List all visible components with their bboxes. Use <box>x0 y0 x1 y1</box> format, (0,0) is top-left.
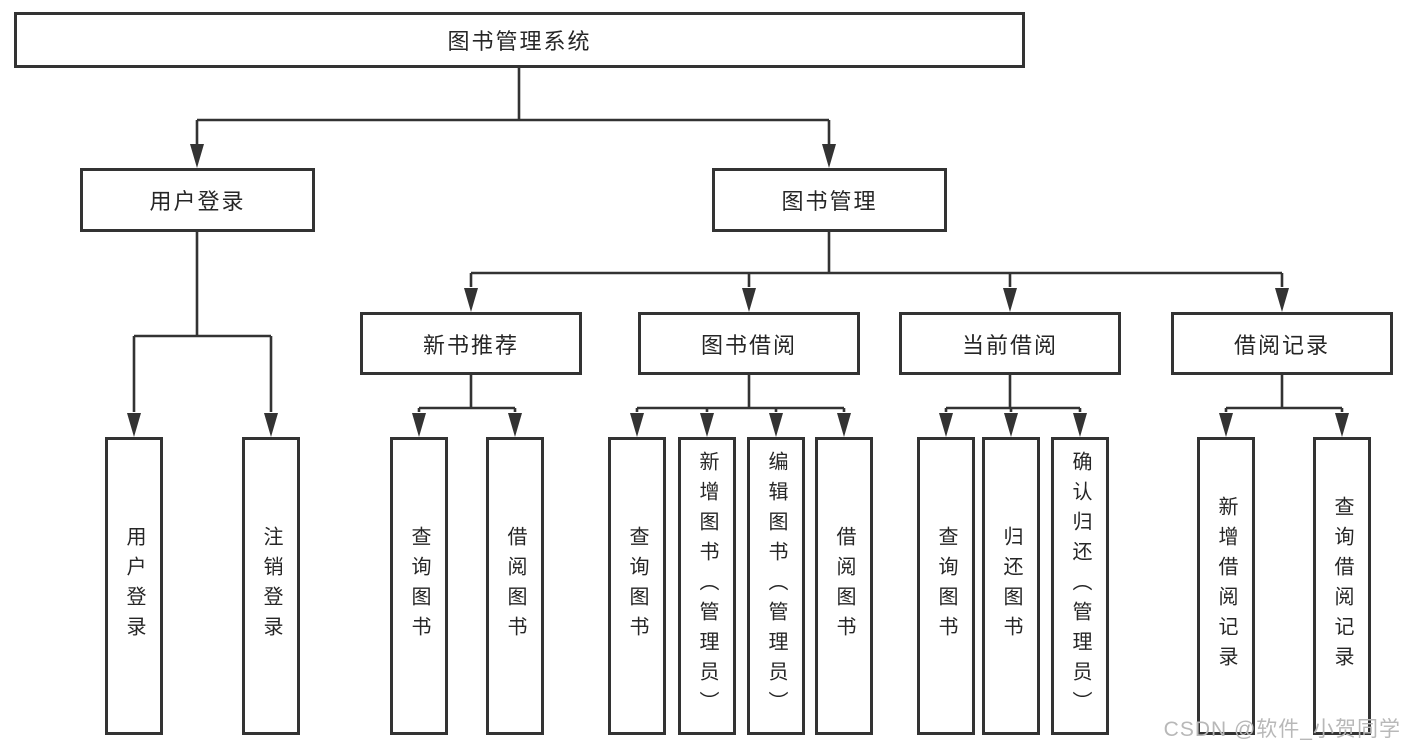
node-root: 图书管理系统 <box>14 12 1025 68</box>
leaf-borrow-add-books-admin: 新增图书（管理员） <box>678 437 736 735</box>
node-book-borrowing-label: 图书借阅 <box>700 332 797 358</box>
leaf-current-confirm-return-admin: 确认归还（管理员） <box>1051 437 1109 735</box>
leaf-newbook-borrow-books-label: 借阅图书 <box>504 526 526 646</box>
leaf-current-query-books-label: 查询图书 <box>935 526 957 646</box>
leaf-records-query-record: 查询借阅记录 <box>1313 437 1371 735</box>
leaf-current-confirm-return-admin-label: 确认归还（管理员） <box>1069 451 1091 721</box>
leaf-logout: 注销登录 <box>242 437 300 735</box>
node-current-borrowing-label: 当前借阅 <box>961 332 1058 358</box>
node-borrowing-records-label: 借阅记录 <box>1233 332 1330 358</box>
leaf-borrow-query-books-label: 查询图书 <box>626 526 648 646</box>
leaf-records-query-record-label: 查询借阅记录 <box>1331 496 1353 676</box>
node-new-book-recommendation: 新书推荐 <box>360 312 582 375</box>
leaf-logout-label: 注销登录 <box>260 526 282 646</box>
csdn-watermark: CSDN @软件_小贺同学 <box>1163 718 1401 741</box>
leaf-borrow-edit-books-admin-label: 编辑图书（管理员） <box>765 451 787 721</box>
leaf-newbook-borrow-books: 借阅图书 <box>486 437 544 735</box>
leaf-user-login: 用户登录 <box>105 437 163 735</box>
connector-lines <box>132 68 1344 412</box>
node-borrowing-records: 借阅记录 <box>1171 312 1393 375</box>
leaf-current-return-books-label: 归还图书 <box>1000 526 1022 646</box>
node-book-management: 图书管理 <box>712 168 947 232</box>
node-user-login-branch-label: 用户登录 <box>149 189 246 214</box>
leaf-borrow-borrow-books: 借阅图书 <box>815 437 873 735</box>
node-root-label: 图书管理系统 <box>447 29 592 54</box>
node-book-management-label: 图书管理 <box>781 189 878 214</box>
leaf-newbook-query-books-label: 查询图书 <box>408 526 430 646</box>
node-new-book-recommendation-label: 新书推荐 <box>422 332 519 358</box>
leaf-records-add-record: 新增借阅记录 <box>1197 437 1255 735</box>
node-current-borrowing: 当前借阅 <box>899 312 1121 375</box>
leaf-user-login-label: 用户登录 <box>123 526 145 646</box>
leaf-current-return-books: 归还图书 <box>982 437 1040 735</box>
leaf-borrow-add-books-admin-label: 新增图书（管理员） <box>696 451 718 721</box>
node-user-login-branch: 用户登录 <box>80 168 315 232</box>
leaf-borrow-borrow-books-label: 借阅图书 <box>833 526 855 646</box>
node-book-borrowing: 图书借阅 <box>638 312 860 375</box>
leaf-records-add-record-label: 新增借阅记录 <box>1215 496 1237 676</box>
leaf-current-query-books: 查询图书 <box>917 437 975 735</box>
leaf-newbook-query-books: 查询图书 <box>390 437 448 735</box>
leaf-borrow-query-books: 查询图书 <box>608 437 666 735</box>
leaf-borrow-edit-books-admin: 编辑图书（管理员） <box>747 437 805 735</box>
